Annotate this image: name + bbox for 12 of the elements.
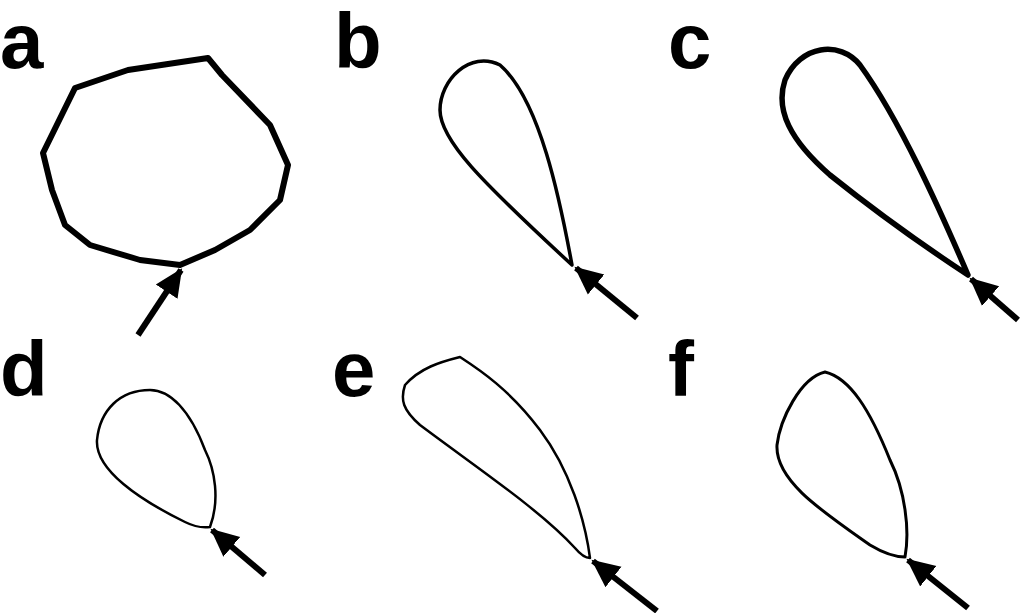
panel-letter: f [668, 330, 694, 408]
panel-letter: c [668, 2, 712, 80]
arrow [591, 558, 659, 613]
arrow [574, 265, 639, 321]
panel-letter: b [334, 2, 382, 80]
panel-letter: e [332, 330, 376, 408]
arrow [135, 268, 184, 337]
panel-letter: d [0, 330, 48, 408]
arrow [969, 276, 1020, 323]
arrow [906, 557, 970, 611]
panel-letter: a [0, 2, 44, 80]
arrow [210, 527, 267, 578]
